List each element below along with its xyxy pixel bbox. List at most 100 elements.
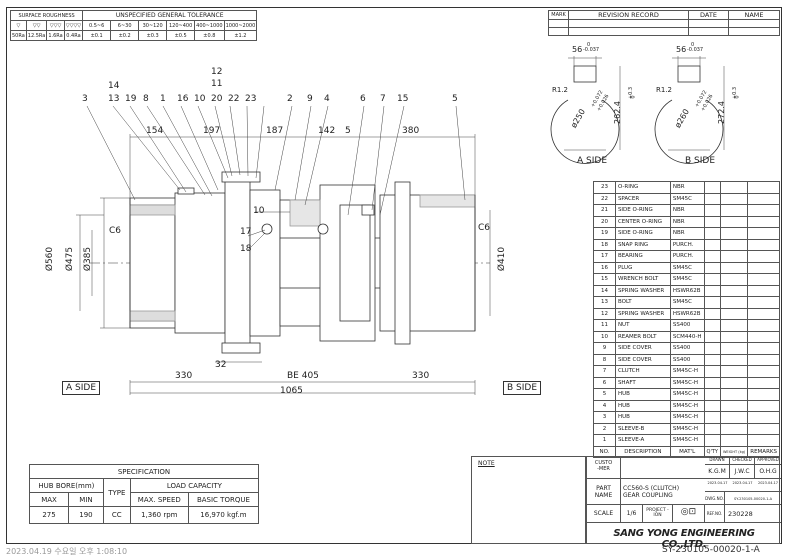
bom-remarks: [747, 434, 780, 447]
roughness-value: 1.6Ra: [46, 30, 65, 41]
bom-remarks: [747, 342, 780, 355]
part-name-value: CC560-S (CLUTCH) GEAR COUPLING: [621, 479, 705, 505]
balloon-label: 20: [211, 94, 223, 104]
bom-no: 17: [593, 250, 616, 263]
tolerance-value: ±1.2: [223, 30, 258, 41]
bom-desc: WRENCH BOLT: [614, 273, 671, 286]
bom-mat: SM45C-H: [669, 399, 705, 412]
dim-330-b: 330: [412, 371, 430, 381]
dim-5: 5: [345, 126, 351, 136]
dim-330-a: 330: [175, 371, 193, 381]
bom-no: 1: [593, 434, 616, 447]
bom-weight: [719, 388, 749, 401]
bom-mat: NBR: [669, 227, 705, 240]
bom-qty: [703, 238, 721, 251]
bom-desc: CENTER O-RING: [614, 215, 671, 228]
dim-phi410: Ø410: [497, 246, 508, 272]
bom-remarks: [747, 411, 780, 424]
scale-label: SCALE: [587, 505, 621, 523]
checked-label: CHECKED: [730, 457, 755, 465]
b-keyway-width: 56: [676, 45, 687, 54]
scale-value: 1/6: [621, 505, 643, 523]
bom-remarks: [747, 388, 780, 401]
bom-desc: BEARING: [614, 250, 671, 263]
bom-weight: [719, 376, 749, 389]
bom-qty: [703, 365, 721, 378]
bom-no: 14: [593, 284, 616, 297]
approval-grid: DRAWN CHECKED APPROVED K.G.M J.W.C O.H.G: [705, 457, 781, 479]
part-name-label: PART NAME: [587, 479, 621, 505]
bom-mat: SM45C-H: [669, 434, 705, 447]
balloon-label: 6: [360, 94, 366, 104]
bom-weight: [719, 330, 749, 343]
bom-head-weight: WEIGHT (kg): [719, 445, 749, 458]
bom-weight: [719, 215, 749, 228]
bom-qty: [703, 411, 721, 424]
dates-grid: 2023.04.17 2023.04.17 2023.04.17 DWG.NO.…: [705, 479, 781, 505]
spec-min: MIN: [68, 492, 104, 507]
bom-qty: [703, 181, 721, 194]
balloon-label: 16: [177, 94, 189, 104]
bom-remarks: [747, 296, 780, 309]
bom-remarks: [747, 215, 780, 228]
bom-no: 4: [593, 399, 616, 412]
dim-be405: BE 405: [287, 371, 319, 381]
bom-mat: SCM440-H: [669, 330, 705, 343]
bom-no: 21: [593, 204, 616, 217]
bom-weight: [719, 273, 749, 286]
bom-remarks: [747, 192, 780, 205]
bom-mat: PURCH.: [669, 250, 705, 263]
bom-desc: CLUTCH: [614, 365, 671, 378]
spec-title: SPECIFICATION: [29, 464, 259, 479]
bom-qty: [703, 353, 721, 366]
bom-weight: [719, 296, 749, 309]
a-height: 262.4: [612, 101, 622, 124]
checked-by: J.W.C: [730, 465, 755, 479]
roughness-tolerance-table: SURFACE ROUGHNESS UNSPECIFIED GENERAL TO…: [9, 10, 258, 41]
drawn-date: 2023.04.17: [707, 481, 728, 485]
balloon-label: 4: [324, 94, 330, 104]
bom-mat: SS400: [669, 319, 705, 332]
bom-qty: [703, 307, 721, 320]
spec-type: TYPE: [102, 478, 131, 507]
drawn-label: DRAWN: [705, 457, 730, 465]
bom-no: 7: [593, 365, 616, 378]
projection-symbol-icon: ◎⊡: [673, 505, 705, 523]
bom-head-desc: DESCRIPTION: [614, 445, 671, 458]
dwg-no-label: DWG.NO.: [705, 491, 725, 505]
part-name-line-1: CC560-S (CLUTCH): [623, 485, 680, 492]
bom-desc: SIDE O-RING: [614, 204, 671, 217]
spec-max-val: 275: [28, 506, 70, 524]
bom-no: 13: [593, 296, 616, 309]
spec-type-val: CC: [102, 506, 131, 524]
spec-min-val: 190: [68, 506, 104, 524]
balloon-label: 11: [211, 79, 223, 89]
bom-mat: HSWR62B: [669, 307, 705, 320]
bom-mat: SM45C-H: [669, 365, 705, 378]
dwg-no-value: SY-230105-00020-1-A: [725, 491, 781, 505]
bom-weight: [719, 250, 749, 263]
spec-max-speed: MAX. SPEED: [129, 492, 189, 507]
bom-desc: PLUG: [614, 261, 671, 274]
bom-no: 23: [593, 181, 616, 194]
bom-desc: SHAFT: [614, 376, 671, 389]
part-name-line-2: GEAR COUPLING: [623, 492, 673, 499]
bom-desc: SIDE COVER: [614, 353, 671, 366]
dim-10: 10: [253, 206, 265, 216]
bom-mat: SM45C: [669, 261, 705, 274]
